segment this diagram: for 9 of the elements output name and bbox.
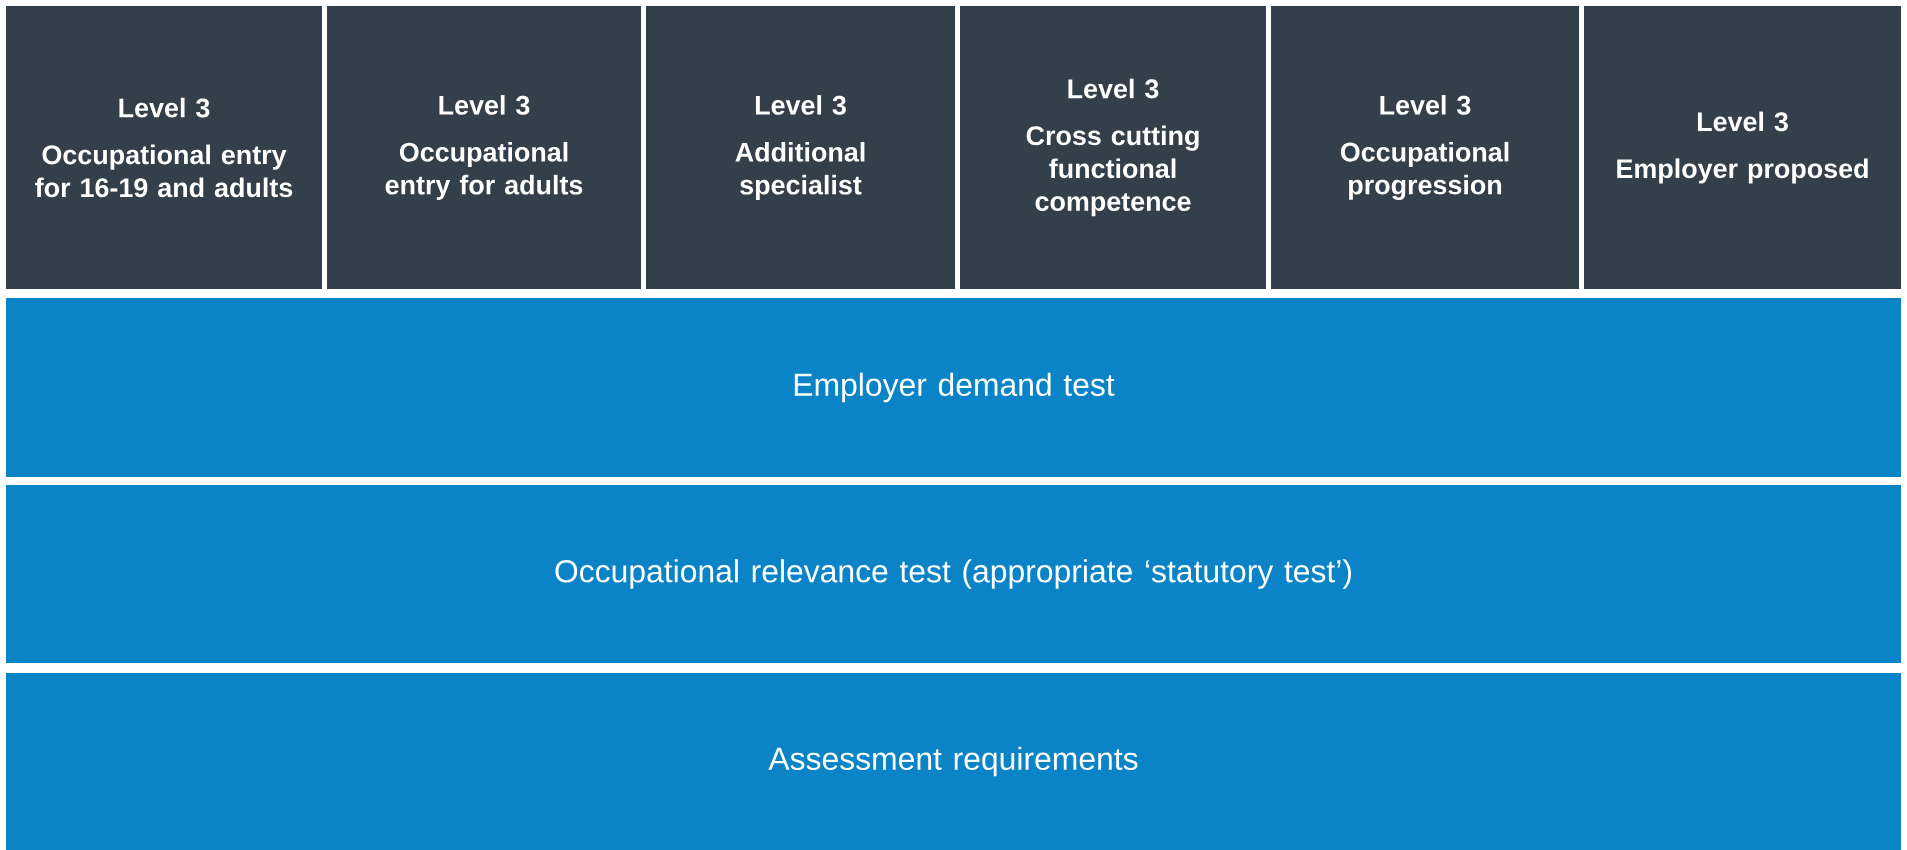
category-box: Level 3 Occupational entry for 16-19 and adults — [6, 6, 322, 289]
category-box: Level 3 Additional specialist — [646, 6, 955, 289]
requirement-band: Employer demand test — [6, 298, 1901, 477]
category-box: Level 3 Employer proposed — [1584, 6, 1901, 289]
category-box: Level 3 Occupational entry for adults — [327, 6, 641, 289]
requirement-band: Assessment requirements — [6, 673, 1901, 850]
category-box: Level 3 Occupational progression — [1271, 6, 1579, 289]
category-box: Level 3 Cross cutting functional competence — [960, 6, 1266, 289]
requirement-band: Occupational relevance test (appropriate ‘statutory test’) — [6, 485, 1901, 663]
